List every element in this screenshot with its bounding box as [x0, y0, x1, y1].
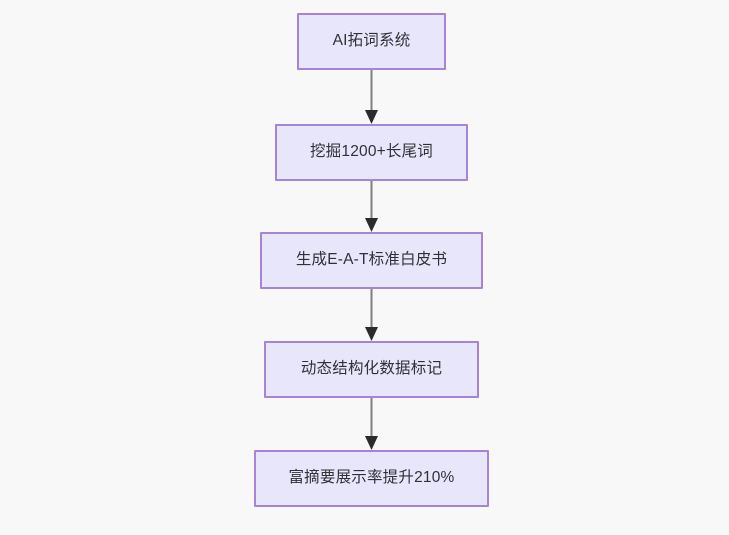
- flow-node-mine-long-tail-keywords[interactable]: 挖掘1200+长尾词: [275, 124, 468, 181]
- flow-node-label: 挖掘1200+长尾词: [309, 143, 434, 161]
- flow-node-label: 动态结构化数据标记: [300, 360, 443, 378]
- edge-n2-n3: [365, 181, 378, 232]
- edge-n4-n5: [365, 398, 378, 450]
- flow-node-generate-eat-whitepaper[interactable]: 生成E-A-T标准白皮书: [260, 232, 483, 289]
- flow-node-dynamic-structured-data-markup[interactable]: 动态结构化数据标记: [264, 341, 479, 398]
- edge-n3-n4: [365, 289, 378, 341]
- edge-n1-n2: [365, 70, 378, 124]
- flow-node-ai-keyword-system[interactable]: AI拓词系统: [297, 13, 446, 70]
- flow-node-label: AI拓词系统: [332, 32, 411, 50]
- flow-node-rich-snippet-rate-increase[interactable]: 富摘要展示率提升210%: [254, 450, 489, 507]
- flow-node-label: 富摘要展示率提升210%: [288, 469, 455, 487]
- flow-node-label: 生成E-A-T标准白皮书: [295, 251, 448, 269]
